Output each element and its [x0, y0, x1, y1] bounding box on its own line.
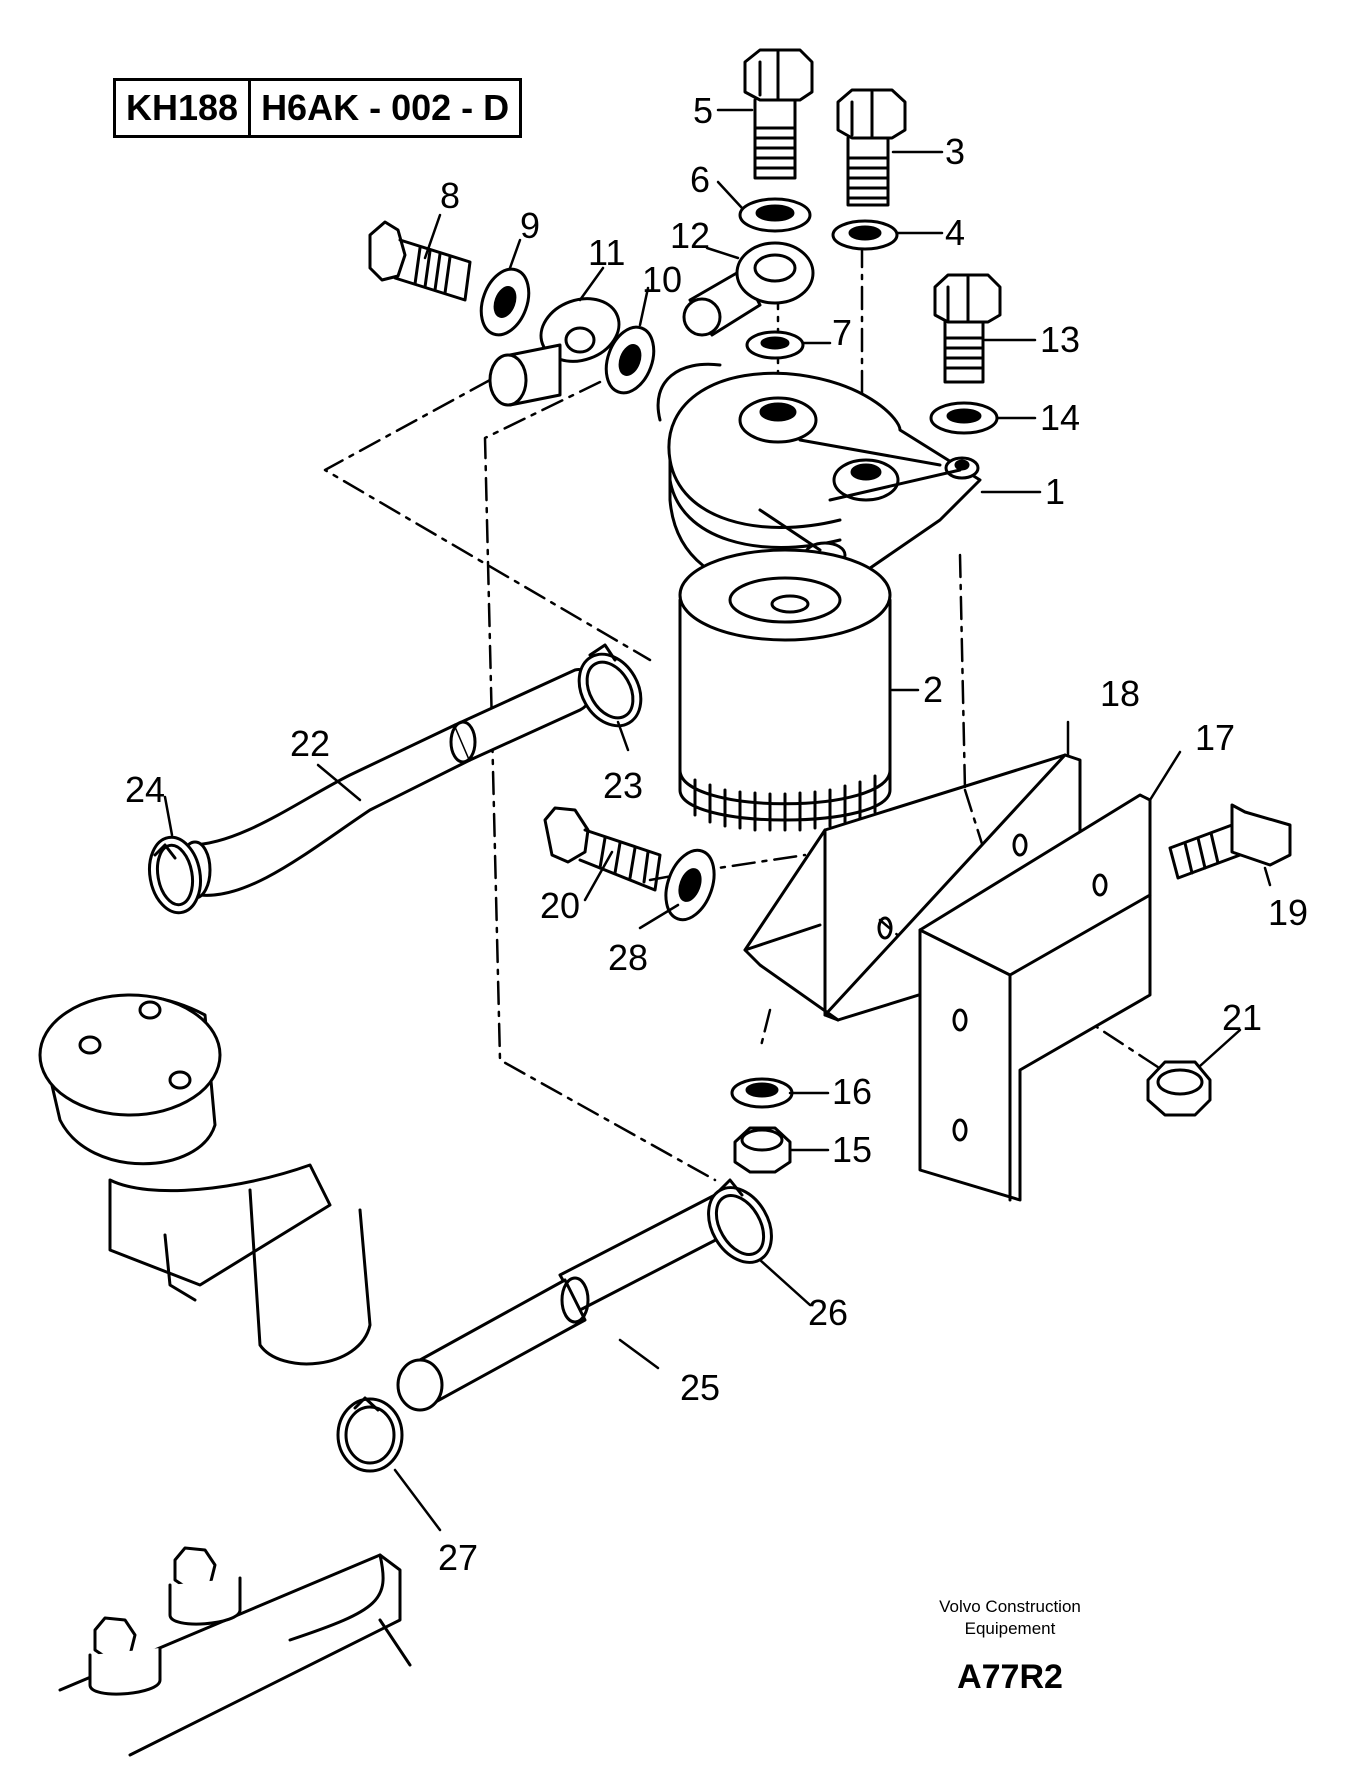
- diagram-header-box: KH188 H6AK - 002 - D: [113, 78, 523, 138]
- hose-22: [178, 668, 595, 900]
- callout-13: 13: [1040, 319, 1081, 360]
- callout-7: 7: [832, 312, 853, 353]
- clamp-24: [148, 835, 202, 915]
- bolt-3: [836, 88, 907, 207]
- callout-18: 18: [1100, 673, 1141, 714]
- bolt-5: [743, 48, 814, 180]
- washer-4: [831, 219, 899, 251]
- brand-line-1: Volvo Construction: [939, 1597, 1081, 1616]
- callout-21: 21: [1222, 997, 1263, 1038]
- callout-14: 14: [1040, 397, 1081, 438]
- callout-15: 15: [832, 1129, 873, 1170]
- washer-7: [745, 330, 805, 360]
- callout-19: 19: [1268, 892, 1309, 933]
- callout-9: 9: [520, 205, 541, 246]
- nut-21: [1146, 1060, 1212, 1117]
- callout-11: 11: [588, 232, 626, 273]
- injection-pump: [58, 1546, 412, 1757]
- brand-label: Volvo Construction Equipement: [905, 1596, 1115, 1640]
- callout-27: 27: [438, 1537, 479, 1578]
- bolt-19: [1168, 803, 1292, 880]
- clamp-23: [577, 643, 643, 728]
- callout-12: 12: [670, 215, 711, 256]
- washer-16: [730, 1077, 794, 1109]
- callout-22: 22: [290, 723, 331, 764]
- bolt-13: [933, 273, 1002, 384]
- washer-10: [604, 325, 656, 395]
- callout-23: 23: [603, 765, 644, 806]
- callout-5: 5: [693, 90, 714, 131]
- callout-8: 8: [440, 175, 461, 216]
- clamp-26: [707, 1178, 773, 1264]
- nut-15: [733, 1126, 792, 1174]
- callout-17: 17: [1195, 717, 1236, 758]
- callout-28: 28: [608, 937, 649, 978]
- clamp-27: [336, 1396, 404, 1473]
- callout-16: 16: [832, 1071, 873, 1112]
- callout-2: 2: [923, 669, 944, 710]
- leader-lines: [163, 108, 1272, 1532]
- callout-10: 10: [642, 259, 683, 300]
- callout-25: 25: [680, 1367, 721, 1408]
- pump-housing: [38, 993, 372, 1366]
- figure-code: A77R2: [957, 1658, 1063, 1696]
- brand-line-2: Equipement: [964, 1619, 1056, 1638]
- bolt-8: [368, 220, 472, 302]
- washer-28: [664, 848, 716, 922]
- bracket-17: [918, 793, 1152, 1202]
- callout-24: 24: [125, 769, 166, 810]
- callout-26: 26: [808, 1292, 849, 1333]
- callout-20: 20: [540, 885, 581, 926]
- filter-cartridge-2: [678, 548, 892, 832]
- ref-code: KH188: [126, 87, 239, 128]
- bolt-20: [543, 806, 662, 892]
- banjo-12: [682, 241, 815, 337]
- callout-3: 3: [945, 131, 966, 172]
- callout-6: 6: [690, 159, 711, 200]
- washer-9: [479, 267, 531, 337]
- washer-6: [738, 197, 812, 233]
- part-code: H6AK - 002 - D: [248, 81, 519, 135]
- callout-1: 1: [1045, 471, 1066, 512]
- banjo-11: [488, 297, 621, 407]
- callout-4: 4: [945, 212, 966, 253]
- washer-14: [929, 401, 999, 435]
